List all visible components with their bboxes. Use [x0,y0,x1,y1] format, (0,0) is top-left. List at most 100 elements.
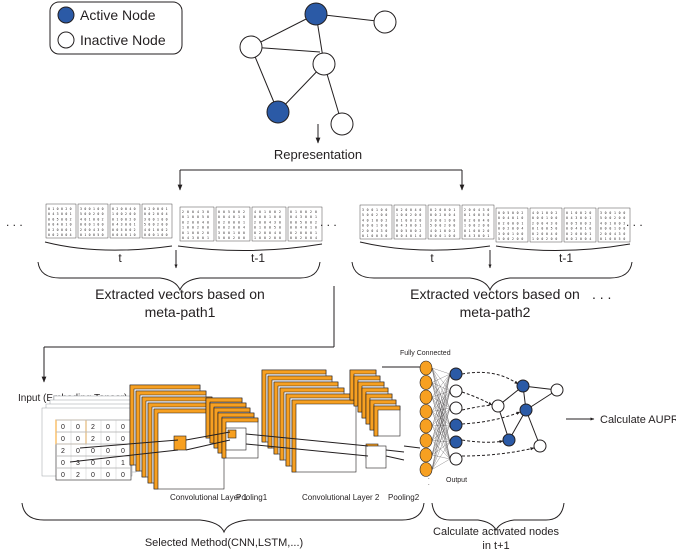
matrix-cell: 0 [279,231,281,235]
matrix-cell: 0 [279,215,281,219]
matrix-cell: 1 [70,212,72,216]
matrix-cell: 0 [70,223,72,227]
path2-t-label: t [430,251,434,265]
input-cell: 0 [61,424,65,431]
matrix-cell: 0 [521,232,523,236]
matrix-cell: 1 [371,218,373,222]
matrix-cell: 0 [279,220,281,224]
matrix-cell: 0 [575,211,577,215]
matrix-cell: 1 [52,207,54,211]
matrix-cell: 1 [512,232,514,236]
matrix-cell: 2 [571,232,573,236]
matrix-cell: 0 [129,212,131,216]
matrix-cell: 0 [254,226,256,230]
pooling-2 [349,369,401,469]
conv1-label: Convolutional Layer 1 [170,493,248,502]
matrix-cell: 4 [614,232,616,236]
matrix-cell: 0 [444,208,446,212]
matrix-cell: 0 [464,234,466,238]
matrix-cell: 0 [541,216,543,220]
matrix-cell: 0 [274,236,276,240]
input-cell: 0 [61,436,65,443]
feature-map-edge [205,397,243,439]
path2-caption-line2: meta-path2 [460,304,531,320]
matrix-cell: 3 [300,215,302,219]
conv2-label: Convolutional Layer 2 [302,493,380,502]
matrix-cell: 0 [161,223,163,227]
matrix-cell: 2 [376,213,378,217]
path2-big-brace [351,261,633,292]
matrix-frame [359,204,393,240]
pool-highlight [227,429,237,439]
matrix-cell: 0 [295,220,297,224]
matrix-cell: 0 [449,218,451,222]
matrix-cell: 2 [546,237,548,241]
matrix-cell: 0 [453,234,455,238]
matrix-cell: 0 [575,232,577,236]
pool-output [365,445,387,469]
matrix-cell: 0 [469,224,471,228]
matrix-cell: 2 [80,228,82,232]
matrix-cell: 0 [243,236,245,240]
matrix-cell: 4 [551,232,553,236]
matrix-cell: 0 [449,224,451,228]
matrix-cell: 0 [600,237,602,241]
matrix-cell: 0 [279,226,281,230]
matrix-cell: 0 [503,232,505,236]
matrix-cell: 2 [52,228,54,232]
matrix-cell: 2 [555,211,557,215]
matrix-cell: 0 [507,237,509,241]
fc-dot: . [428,481,430,487]
matrix-cell: 0 [52,223,54,227]
matrix-cell: 3 [97,228,99,232]
matrix-cell: 2 [444,224,446,228]
matrix-cell: 0 [157,228,159,232]
matrix-cell: 0 [70,207,72,211]
matrix-cell: 2 [148,207,150,211]
dashed-mapping-arrows [461,371,535,457]
method-brace [21,502,425,534]
matrix-cell: 0 [102,212,104,216]
matrix-cell: 0 [435,218,437,222]
matrix-cell: 3 [202,210,204,214]
matrix-cell: 0 [410,234,412,238]
matrix-cell: 3 [430,218,432,222]
fc-neuron [419,433,433,448]
matrix-cell: 0 [478,229,480,233]
output-label: Output [446,477,467,484]
matrix-cell: 3 [483,208,485,212]
matrix-frame [77,203,109,239]
matrix-cell: 1 [157,217,159,221]
graph-node-inactive [330,112,354,136]
matrix-cell: 0 [537,237,539,241]
matrix-cell: 3 [80,207,82,211]
matrix-cell: 1 [439,229,441,233]
top-graph [239,2,397,136]
output-node-active [449,418,463,432]
matrix-cell: 0 [274,215,276,219]
matrix-cell: 0 [498,221,500,225]
matrix-frame [393,204,427,240]
matrix-cell: 4 [52,212,54,216]
matrix-cell: 1 [415,234,417,238]
matrix-cell: 0 [473,218,475,222]
matrix-cell: 0 [619,216,621,220]
matrix-cell: 0 [551,216,553,220]
matrix-cell: 0 [498,211,500,215]
matrix-cell: 3 [57,212,59,216]
matrix-cell: 2 [279,210,281,214]
matrix-cell: 1 [444,218,446,222]
matrix-cell: 0 [112,223,114,227]
matrix-cell: 0 [487,213,489,217]
matrix-cell: 0 [430,234,432,238]
matrix-cell: 0 [410,208,412,212]
matrix-cell: 0 [102,228,104,232]
matrix-cell: 0 [410,229,412,233]
path1-caption-line1: Extracted vectors based on [95,286,265,302]
matrix-cell: 2 [166,228,168,232]
matrix-cell: 2 [300,236,302,240]
matrix-cell: 4 [483,218,485,222]
matrix-cell: 0 [259,220,261,224]
